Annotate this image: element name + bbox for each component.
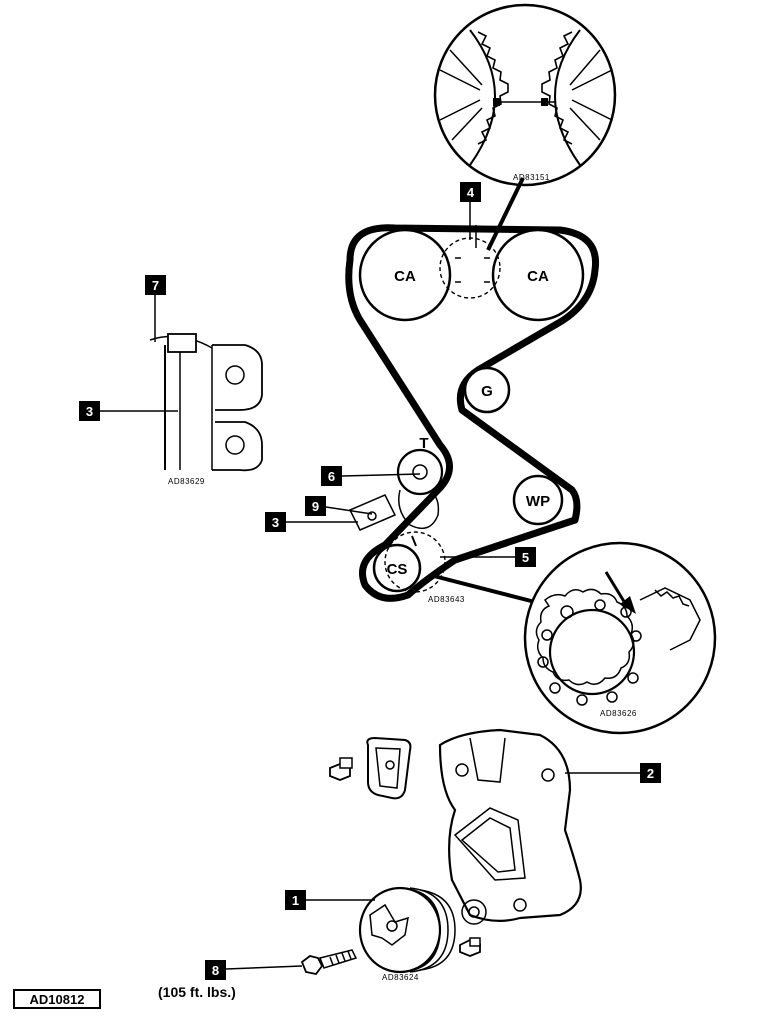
svg-text:9: 9 [312, 499, 319, 514]
crankshaft-pulley: CS AD83643 [372, 531, 465, 604]
callout-4: 4 [460, 182, 481, 240]
crankshaft-bolt [300, 949, 358, 975]
figure-code-belt-layout: AD83643 [428, 595, 465, 604]
figure-reference: AD10812 [13, 989, 101, 1009]
timing-belt [345, 224, 600, 602]
pulley-label-wp: WP [526, 493, 550, 510]
callout-5: 5 [440, 547, 536, 567]
figure-code-tensioner-detail: AD83629 [168, 477, 205, 486]
crankshaft-damper-pulley: AD83624 [358, 886, 456, 982]
pulley-label-t: T [419, 435, 428, 452]
callout-6: 6 [321, 466, 421, 486]
crankshaft-alignment-detail: AD83626 [429, 541, 717, 735]
timing-cover [438, 728, 582, 925]
callout-7: 7 [145, 275, 166, 342]
figure-reference-code: AD10812 [30, 992, 85, 1007]
water-pump-pulley: WP [512, 474, 564, 526]
callout-2: 2 [565, 763, 661, 783]
gasket [366, 736, 412, 800]
bolt-small-left [329, 757, 353, 781]
pulley-label-g: G [481, 383, 493, 400]
figure-code-crank-detail: AD83626 [600, 709, 637, 718]
svg-text:1: 1 [292, 893, 299, 908]
svg-text:5: 5 [522, 550, 529, 565]
svg-text:7: 7 [152, 278, 159, 293]
callout-3-left: 3 [79, 401, 178, 421]
pulley-label-cs: CS [387, 561, 408, 578]
svg-text:2: 2 [647, 766, 654, 781]
callout-9: 9 [305, 496, 373, 516]
svg-text:6: 6 [328, 469, 335, 484]
torque-spec: (105 ft. lbs.) [158, 984, 236, 1000]
tensioner-pulley: T [348, 435, 444, 531]
camshaft-pulley-left: CA [358, 228, 452, 322]
svg-text:3: 3 [272, 515, 279, 530]
callout-1: 1 [285, 890, 375, 910]
figure-code-cam-detail: AD83151 [513, 173, 550, 182]
camshaft-alignment-detail: AD83151 [433, 3, 617, 251]
pulley-label-ca-left: CA [394, 268, 416, 285]
tensioner-detail: AD83629 [149, 333, 263, 486]
bolt-small-right [459, 937, 481, 957]
callout-3-middle: 3 [265, 512, 358, 532]
svg-text:8: 8 [212, 963, 219, 978]
figure-code-pulley-part: AD83624 [382, 973, 419, 982]
pulley-label-ca-right: CA [527, 268, 549, 285]
svg-text:4: 4 [467, 185, 475, 200]
svg-text:3: 3 [86, 404, 93, 419]
idler-pulley-g: G [463, 366, 511, 414]
camshaft-pulley-right: CA [491, 228, 585, 322]
callout-8: 8 [205, 960, 303, 980]
